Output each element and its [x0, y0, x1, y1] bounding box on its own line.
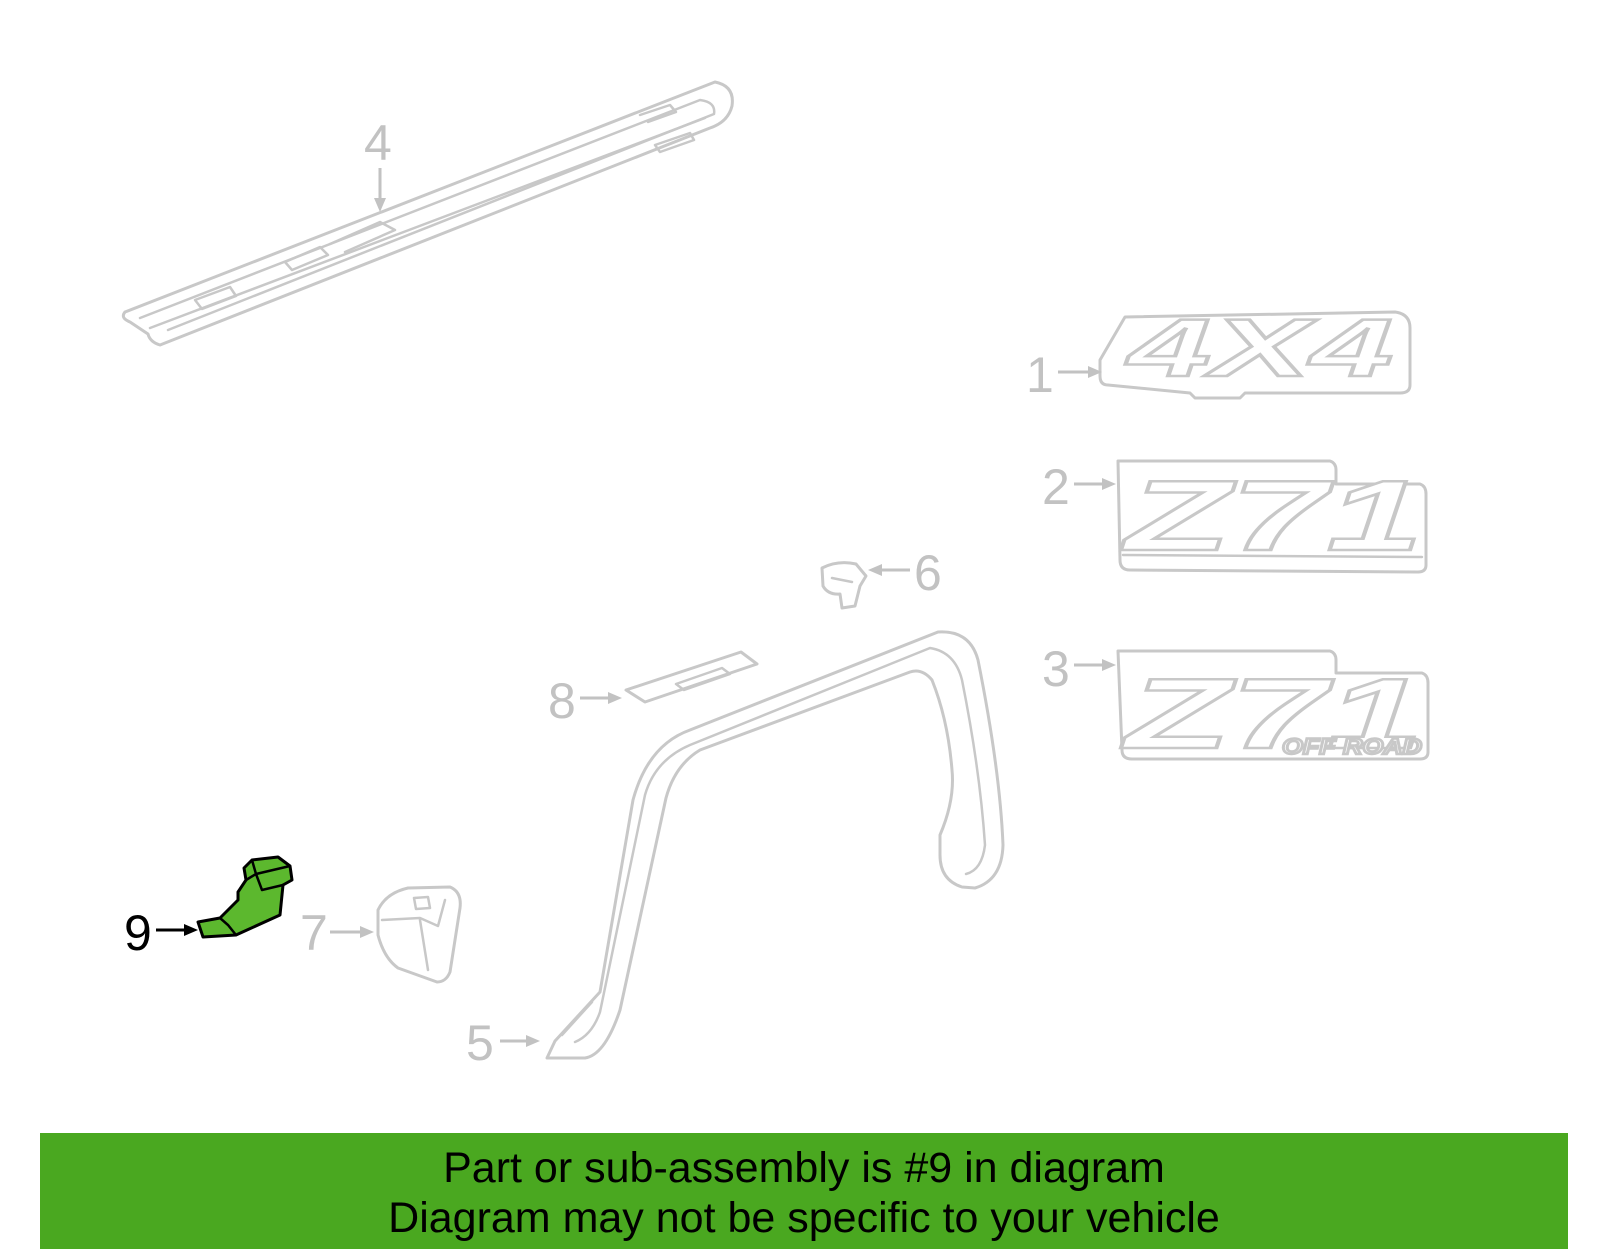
arrow-2	[1074, 478, 1116, 490]
part-3-emblem-subtext: OFF ROAD	[1282, 734, 1422, 759]
callout-8[interactable]: 8	[548, 673, 576, 729]
callout-7[interactable]: 7	[300, 905, 328, 961]
part-1-emblem-text: 4X4	[1124, 303, 1393, 394]
arrow-3	[1074, 659, 1116, 671]
arrow-5	[500, 1035, 540, 1047]
info-banner: Part or sub-assembly is #9 in diagram Di…	[40, 1133, 1568, 1249]
callout-4[interactable]: 4	[364, 115, 392, 171]
part-3-z71-offroad-emblem[interactable]: Z71 OFF ROAD	[1116, 649, 1430, 771]
part-9-bracket-highlighted[interactable]	[196, 855, 294, 939]
banner-line-2: Diagram may not be specific to your vehi…	[388, 1194, 1220, 1242]
part-9-shape	[196, 855, 294, 939]
arrow-8	[580, 692, 622, 704]
part-6-clip[interactable]	[820, 561, 868, 610]
part-1-4x4-emblem[interactable]: 4X4	[1098, 302, 1412, 400]
arrow-7	[330, 926, 374, 938]
callout-3[interactable]: 3	[1042, 641, 1070, 697]
leader-arrows	[156, 168, 1116, 1047]
banner-line-1: Part or sub-assembly is #9 in diagram	[443, 1144, 1165, 1192]
callout-5[interactable]: 5	[466, 1015, 494, 1071]
arrow-1	[1058, 366, 1102, 378]
callout-9[interactable]: 9	[124, 905, 152, 961]
part-2-z71-emblem[interactable]: Z71	[1116, 459, 1428, 574]
part-2-emblem-text: Z71	[1120, 460, 1423, 572]
arrow-6	[868, 564, 910, 576]
callout-1[interactable]: 1	[1026, 347, 1054, 403]
callout-6[interactable]: 6	[914, 545, 942, 601]
part-3-emblem-text: Z71	[1120, 658, 1423, 770]
part-4-sill-plate[interactable]	[121, 80, 734, 347]
part-5-wheel-flare[interactable]	[545, 630, 1005, 1060]
part-8-insert[interactable]	[624, 650, 759, 704]
arrow-9	[156, 924, 198, 936]
callout-2[interactable]: 2	[1042, 459, 1070, 515]
part-7-bracket[interactable]	[376, 885, 462, 984]
arrow-4	[374, 168, 386, 212]
